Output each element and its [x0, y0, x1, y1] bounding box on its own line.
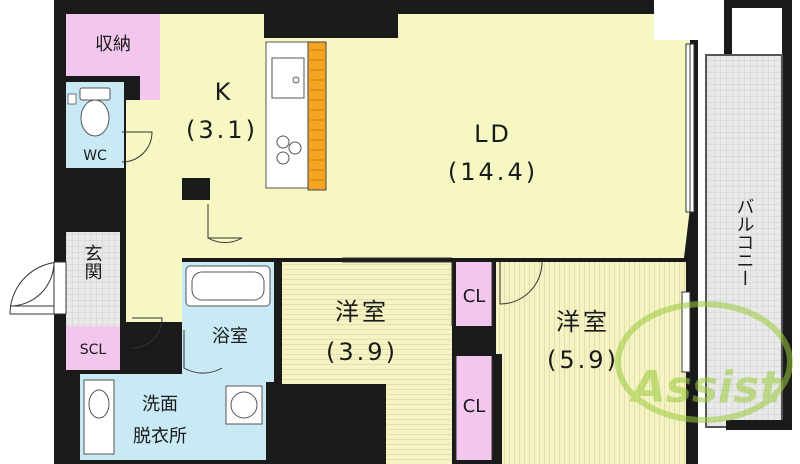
western-room-1-size-label: (3.9) — [326, 338, 398, 366]
toilet-icon — [67, 87, 111, 137]
hallway — [126, 100, 182, 322]
balcony-label: バルコニー — [734, 197, 755, 287]
washroom-label-line2: 脱衣所 — [133, 426, 187, 447]
svg-text:Assist: Assist — [629, 362, 783, 413]
ld-window — [685, 43, 695, 213]
washing-machine-icon — [225, 385, 263, 425]
kitchen-counter — [265, 41, 327, 191]
ld-size-label: (14.4) — [448, 158, 538, 186]
washroom-label-line1: 洗面 — [142, 394, 178, 415]
closet-upper — [456, 262, 492, 326]
closet-lower — [456, 356, 492, 460]
storage-room — [66, 14, 160, 76]
wc-label: WC — [83, 148, 107, 164]
closet-upper-label: CL — [463, 286, 486, 307]
kitchen-size-label: (3.1) — [186, 116, 258, 144]
scl-label: SCL — [80, 342, 107, 358]
entrance-area — [66, 232, 120, 326]
bath-label: 浴室 — [212, 326, 248, 347]
western-room-2-label: 洋室 — [556, 308, 610, 336]
kitchen-area — [160, 14, 264, 200]
western-room-2-size-label: (5.9) — [547, 346, 619, 374]
closet-lower-label: CL — [463, 396, 486, 417]
sink-icon — [83, 379, 115, 455]
bathtub-icon — [185, 265, 271, 307]
doors — [9, 131, 543, 374]
western-room-2 — [496, 262, 686, 464]
balcony — [690, 0, 792, 464]
ld-area — [206, 14, 690, 258]
storage-label: 収納 — [95, 34, 131, 55]
counter-hatch-lines — [310, 49, 324, 181]
scl-closet — [66, 326, 120, 370]
entrance-label: 玄関 — [82, 244, 103, 280]
assist-watermark-logo: Assist — [615, 301, 793, 423]
western-room-1 — [282, 262, 452, 464]
western-window — [681, 291, 691, 373]
western-room-1-label: 洋室 — [335, 298, 389, 326]
kitchen-label: K — [215, 78, 234, 106]
sliding-doors — [342, 257, 493, 460]
ld-label: LD — [474, 120, 512, 148]
